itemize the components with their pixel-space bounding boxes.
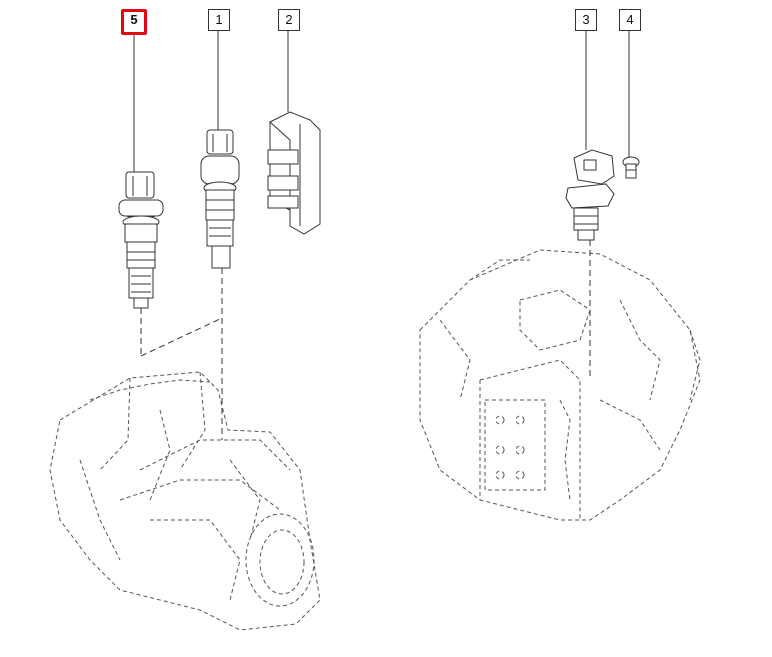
callout-1[interactable]: 1 xyxy=(208,9,230,31)
gearbox-right xyxy=(419,249,701,521)
gearbox-left xyxy=(49,371,321,631)
bolt-4-part xyxy=(622,156,640,179)
callout-5[interactable]: 5 xyxy=(121,9,147,35)
callout-3[interactable]: 3 xyxy=(575,9,597,31)
sensor-3-part xyxy=(565,149,615,241)
leader-lines xyxy=(133,28,630,172)
clip-2-part xyxy=(267,111,321,235)
connection-lines xyxy=(140,240,591,440)
sensor-1-part xyxy=(200,129,240,269)
sensor-5-part xyxy=(118,171,164,309)
callout-4[interactable]: 4 xyxy=(619,9,641,31)
callout-2[interactable]: 2 xyxy=(278,9,300,31)
